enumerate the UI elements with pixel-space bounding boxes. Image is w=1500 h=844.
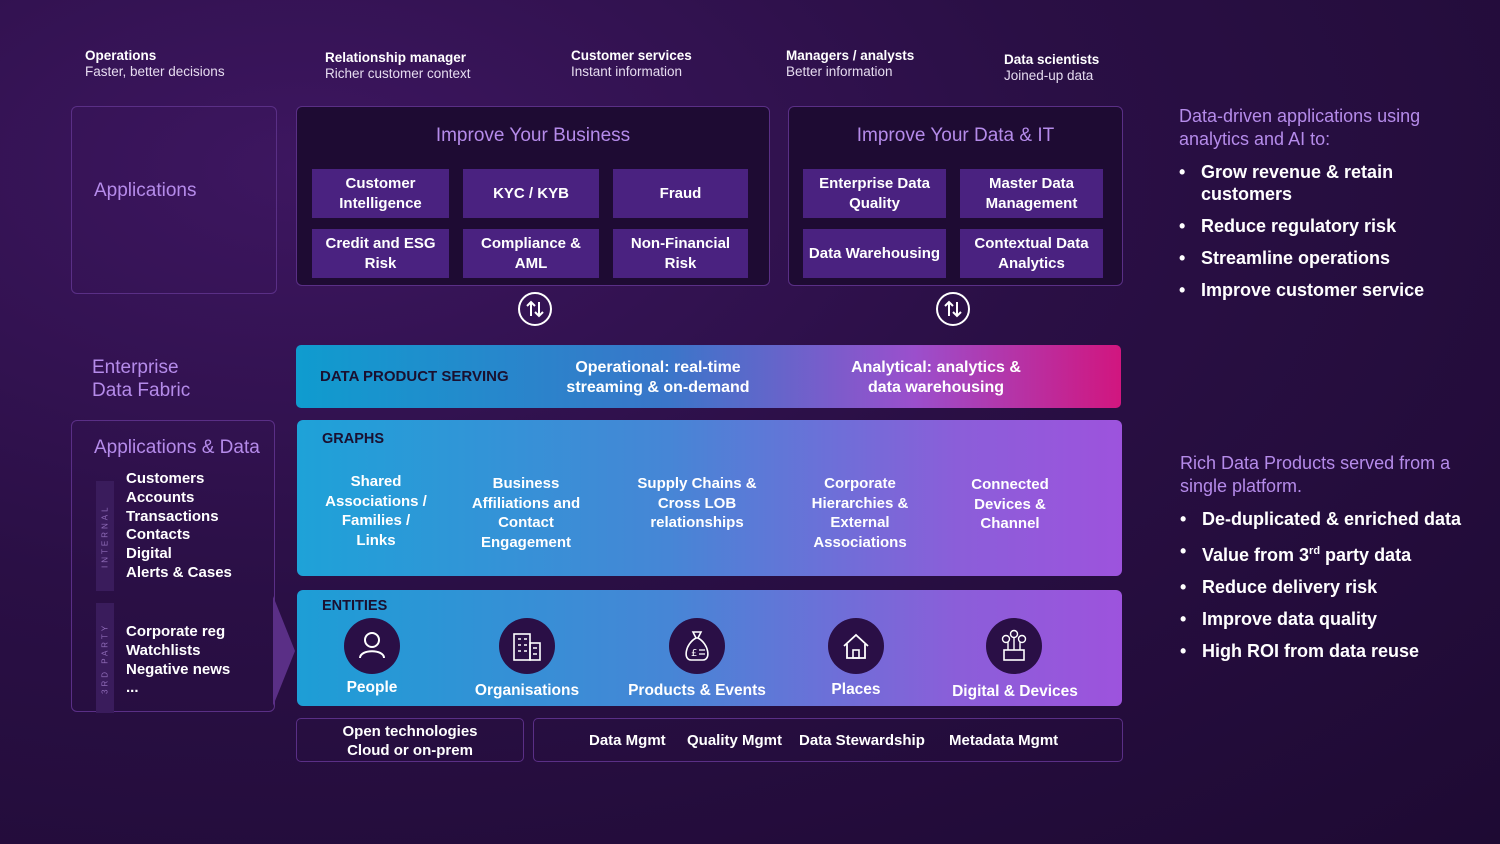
bidirectional-arrow-icon (518, 292, 552, 326)
entity-products-events: Products & Events (628, 682, 766, 699)
serving-operational: Operational: real-time streaming & on-de… (566, 359, 750, 396)
applications-label: Applications (94, 180, 197, 201)
open-technologies-box: Open technologies Cloud or on-prem (296, 718, 524, 762)
right-bottom-section: Rich Data Products served from a single … (1180, 452, 1480, 672)
graph-supply-chains: Supply Chains & Cross LOB relationships (637, 475, 757, 531)
entity-digital-devices: Digital & Devices (952, 683, 1078, 700)
applications-data-label: Applications & Data (94, 437, 260, 458)
tile-fraud[interactable]: Fraud (613, 169, 748, 218)
open-technologies-label: Open technologies (342, 723, 478, 740)
devices-icon (986, 618, 1042, 674)
right-top-bullets: Grow revenue & retain customers Reduce r… (1179, 161, 1479, 301)
tile-compliance-aml[interactable]: Compliance & AML (463, 229, 599, 278)
improve-data-it-box: Improve Your Data & IT Enterprise Data Q… (788, 106, 1123, 286)
graph-corporate-hierarchies: Corporate Hierarchies & External Associa… (811, 475, 909, 551)
improve-business-box: Improve Your Business Customer Intellige… (296, 106, 770, 286)
graph-shared-associations: Shared Associations / Families / Links (325, 473, 427, 549)
internal-data-list: Customers Accounts Transactions Contacts… (126, 470, 232, 581)
data-product-serving-bar: DATA PRODUCT SERVING Operational: real-t… (296, 345, 1121, 408)
entity-people: People (346, 679, 398, 696)
chevron-right-connector (273, 596, 295, 706)
improve-business-title: Improve Your Business (435, 125, 631, 146)
tile-customer-intelligence[interactable]: Customer Intelligence (312, 169, 449, 218)
applications-data-panel: Applications & Data INTERNAL Customers A… (71, 420, 275, 713)
graph-business-affiliations: Business Affiliations and Contact Engage… (471, 475, 581, 551)
tile-non-financial-risk[interactable]: Non-Financial Risk (613, 229, 748, 278)
persona-customer-services: Customer services Instant information (571, 48, 692, 79)
persona-operations: Operations Faster, better decisions (85, 48, 225, 79)
right-bottom-bullets: De-duplicated & enriched data Value from… (1180, 508, 1480, 662)
building-icon (499, 618, 555, 674)
tile-data-warehousing[interactable]: Data Warehousing (803, 229, 946, 278)
applications-panel: Applications (71, 106, 277, 294)
svg-text:£: £ (691, 648, 697, 659)
tile-master-data-management[interactable]: Master Data Management (960, 169, 1103, 218)
bullet-item: Improve customer service (1179, 279, 1479, 301)
internal-vertical-label: INTERNAL (96, 481, 114, 591)
data-management-box: Data Mgmt Quality Mgmt Data Stewardship … (533, 718, 1123, 762)
entities-label: ENTITIES (322, 598, 388, 614)
persona-relationship-manager: Relationship manager Richer customer con… (325, 50, 471, 81)
footer-quality-mgmt: Quality Mgmt (687, 732, 783, 749)
cloud-on-prem-label: Cloud or on-prem (347, 742, 473, 759)
entities-panel: ENTITIES People Organisations £ Products… (297, 590, 1122, 706)
right-top-section: Data-driven applications using analytics… (1179, 105, 1479, 311)
bullet-item: High ROI from data reuse (1180, 640, 1480, 662)
bullet-item: Improve data quality (1180, 608, 1480, 630)
bullet-item: Reduce regulatory risk (1179, 215, 1479, 237)
house-icon (828, 618, 884, 674)
graphs-panel: GRAPHS Shared Associations / Families / … (297, 420, 1122, 576)
footer-metadata-mgmt: Metadata Mgmt (949, 732, 1059, 749)
footer-data-stewardship: Data Stewardship (799, 732, 925, 749)
money-bag-icon: £ (669, 618, 725, 674)
tile-enterprise-data-quality[interactable]: Enterprise Data Quality (803, 169, 946, 218)
graph-connected-devices: Connected Devices & Channel (971, 476, 1049, 532)
improve-data-it-title: Improve Your Data & IT (856, 125, 1055, 146)
bullet-item: Reduce delivery risk (1180, 576, 1480, 598)
persona-data-scientists: Data scientists Joined-up data (1004, 52, 1100, 83)
serving-label: DATA PRODUCT SERVING (320, 368, 509, 385)
right-bottom-title: Rich Data Products served from a single … (1180, 453, 1451, 496)
bullet-item: Value from 3rd party data (1180, 540, 1480, 566)
bullet-item: De-duplicated & enriched data (1180, 508, 1480, 530)
third-party-vertical-label: 3RD PARTY (96, 603, 114, 713)
tile-kyc-kyb[interactable]: KYC / KYB (463, 169, 599, 218)
enterprise-data-fabric-label: Enterprise Data Fabric (92, 357, 191, 401)
persona-managers-analysts: Managers / analysts Better information (786, 48, 915, 79)
footer-data-mgmt: Data Mgmt (589, 732, 666, 749)
person-icon (344, 618, 400, 674)
entity-places: Places (831, 681, 881, 698)
bullet-item: Grow revenue & retain customers (1179, 161, 1479, 205)
serving-analytical: Analytical: analytics & data warehousing (851, 359, 1021, 396)
tile-credit-esg-risk[interactable]: Credit and ESG Risk (312, 229, 449, 278)
tile-contextual-data-analytics[interactable]: Contextual Data Analytics (960, 229, 1103, 278)
third-party-data-list: Corporate reg Watchlists Negative news .… (126, 623, 231, 697)
entity-organisations: Organisations (474, 682, 580, 699)
right-top-title: Data-driven applications using analytics… (1179, 106, 1421, 149)
bidirectional-arrow-icon (936, 292, 970, 326)
graphs-label: GRAPHS (322, 431, 385, 447)
bullet-item: Streamline operations (1179, 247, 1479, 269)
